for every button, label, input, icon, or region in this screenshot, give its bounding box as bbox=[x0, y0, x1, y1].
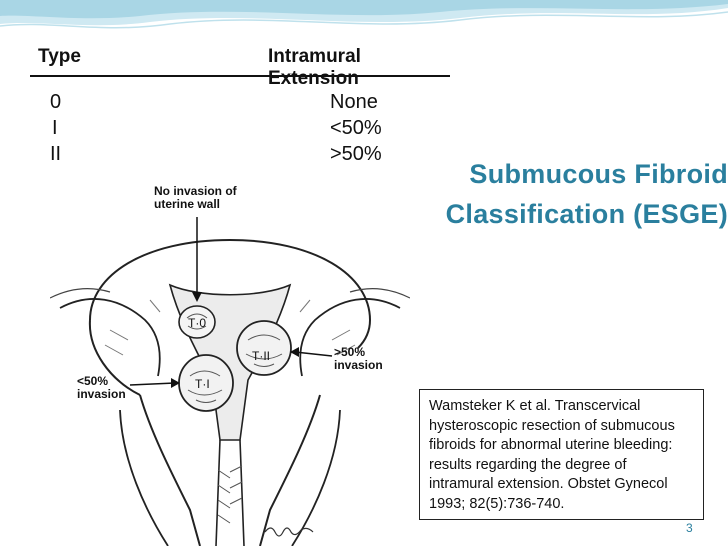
row-extension-2: >50% bbox=[330, 143, 382, 165]
page-number: 3 bbox=[686, 521, 693, 535]
label-t2: T·II bbox=[252, 349, 270, 363]
column-header-type: Type bbox=[38, 46, 81, 67]
citation-line: Wamsteker K et al. Transcervical bbox=[429, 398, 641, 414]
uterus-drawing bbox=[49, 217, 411, 546]
citation-line: intramural extension. Obstet Gynecol bbox=[429, 476, 668, 493]
label-gt50-invasion: >50% invasion bbox=[334, 346, 383, 372]
label-no-invasion-line2: uterine wall bbox=[154, 197, 221, 211]
slide-title: Submucous Fibroid Classification (ESGE) bbox=[390, 154, 728, 234]
label-no-invasion: No invasion of uterine wall bbox=[154, 185, 237, 211]
citation-box: Wamsteker K et al. Transcervical hystero… bbox=[419, 389, 704, 520]
row-extension-1: <50% bbox=[330, 117, 382, 139]
label-t0: T·0 bbox=[188, 316, 206, 330]
label-gt50-line2: invasion bbox=[334, 358, 383, 372]
artist-signature bbox=[264, 527, 314, 537]
uterus-illustration: No invasion of uterine wall T·0 T·I T·II… bbox=[49, 180, 411, 546]
row-type-1: I bbox=[52, 117, 58, 139]
citation-line: hysteroscopic resection of submucous bbox=[429, 417, 675, 434]
label-t1: T·I bbox=[195, 377, 210, 391]
label-lt50-invasion: <50% invasion bbox=[77, 375, 126, 401]
label-no-invasion-line1: No invasion of bbox=[154, 184, 237, 198]
row-type-0: 0 bbox=[50, 91, 62, 113]
header-wave-decoration bbox=[0, 0, 728, 29]
citation-line: fibroids for abnormal uterine bleeding: bbox=[429, 437, 673, 454]
classification-table: Type Intramural Extension 0 None I <50% … bbox=[30, 38, 450, 188]
header-rule bbox=[30, 75, 450, 77]
row-extension-0: None bbox=[330, 91, 378, 113]
slide-title-line1: Submucous Fibroid bbox=[469, 159, 728, 189]
citation-line: 1993; 82(5):736-740. bbox=[429, 495, 565, 512]
label-gt50-line1: >50% bbox=[334, 345, 366, 359]
label-lt50-line1: <50% bbox=[77, 374, 109, 388]
row-type-2: II bbox=[50, 143, 62, 165]
citation-line: results regarding the degree of bbox=[429, 456, 627, 473]
label-lt50-line2: invasion bbox=[77, 387, 126, 401]
slide-title-line2: Classification (ESGE) bbox=[445, 199, 728, 229]
column-header-extension: Intramural Extension bbox=[268, 46, 361, 89]
